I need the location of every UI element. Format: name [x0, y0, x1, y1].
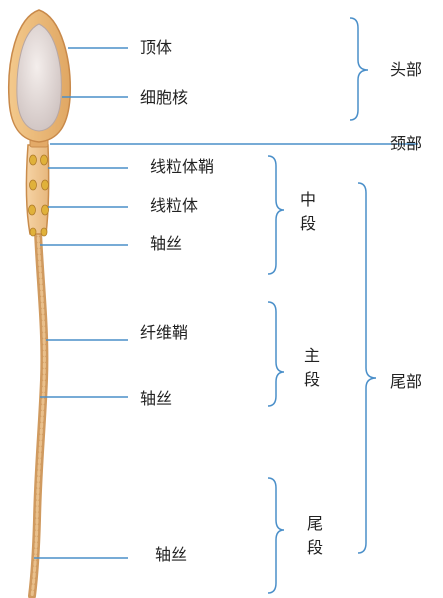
- braces: [268, 18, 376, 593]
- label-axoneme-principal: 轴丝: [140, 389, 172, 409]
- end-segment-brace: [268, 478, 284, 593]
- segment-principal-char-1: 主: [302, 344, 322, 368]
- region-tail: 尾部: [390, 372, 422, 392]
- segment-middle: 中 段: [298, 188, 318, 236]
- label-fiber-sheath: 纤维鞘: [140, 323, 188, 343]
- head-brace: [350, 18, 368, 120]
- label-axoneme-end: 轴丝: [155, 545, 187, 565]
- label-axoneme-mid: 轴丝: [150, 234, 182, 254]
- segment-principal-char-2: 段: [302, 368, 322, 392]
- segment-middle-char-2: 段: [298, 212, 318, 236]
- label-nucleus: 细胞核: [140, 88, 188, 108]
- segment-end-char-2: 段: [305, 536, 325, 560]
- midpiece: [26, 145, 48, 236]
- label-mitochondria: 线粒体: [150, 196, 198, 216]
- head: [9, 10, 71, 142]
- leader-lines: [34, 48, 418, 558]
- region-head: 头部: [390, 60, 422, 80]
- label-acrosome: 顶体: [140, 38, 172, 58]
- segment-middle-char-1: 中: [298, 188, 318, 212]
- middle-segment-brace: [268, 156, 284, 274]
- principal-segment-brace: [268, 302, 284, 406]
- tail-flagellum: [32, 232, 44, 596]
- segment-end-char-1: 尾: [305, 512, 325, 536]
- segment-end: 尾 段: [305, 512, 325, 560]
- label-mitochondrial-sheath: 线粒体鞘: [150, 157, 214, 177]
- tail-brace: [358, 183, 376, 553]
- region-neck: 颈部: [390, 134, 422, 154]
- segment-principal: 主 段: [302, 344, 322, 392]
